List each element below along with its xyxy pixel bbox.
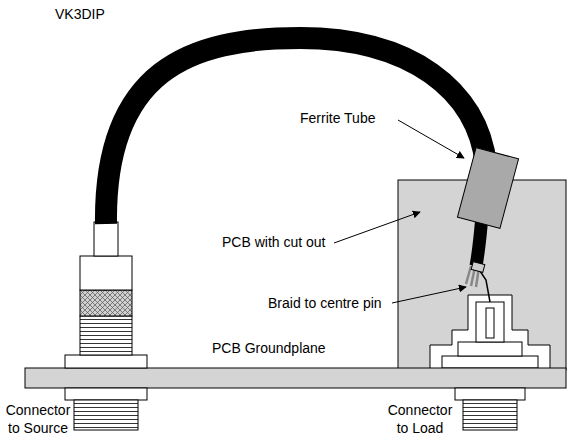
dielectric <box>471 262 485 273</box>
part-label: PCB Groundplane <box>212 340 326 358</box>
leader-line <box>392 287 466 303</box>
pcb-groundplane <box>25 368 566 388</box>
connector-flange <box>442 356 538 368</box>
part-label: Ferrite Tube <box>300 110 375 128</box>
connector-nut <box>65 355 147 368</box>
part-label: PCB with cut out <box>222 234 326 252</box>
cable-boot <box>94 222 118 256</box>
ferrite-tube <box>457 148 518 229</box>
connector-knurl <box>80 290 132 316</box>
leader-line <box>334 212 420 243</box>
centre-conductor <box>478 268 490 302</box>
connector-label: Connector to Source <box>2 402 74 437</box>
leader-line <box>398 120 464 158</box>
connector-body <box>458 342 522 356</box>
connector-nut <box>455 388 525 400</box>
coax-cable <box>106 38 486 224</box>
diagram-title: VK3DIP <box>55 6 105 24</box>
part-label: Braid to centre pin <box>268 295 382 313</box>
centre-pin <box>486 308 494 338</box>
connector-shell <box>80 256 132 290</box>
connector-thread <box>74 400 138 430</box>
connector-label: Connector to Load <box>382 402 458 437</box>
connector-body <box>80 316 132 355</box>
centre-pin-socket <box>476 302 504 342</box>
connector-thread <box>463 400 517 430</box>
pcb-cutout <box>430 295 550 369</box>
connector-nut <box>65 388 147 400</box>
